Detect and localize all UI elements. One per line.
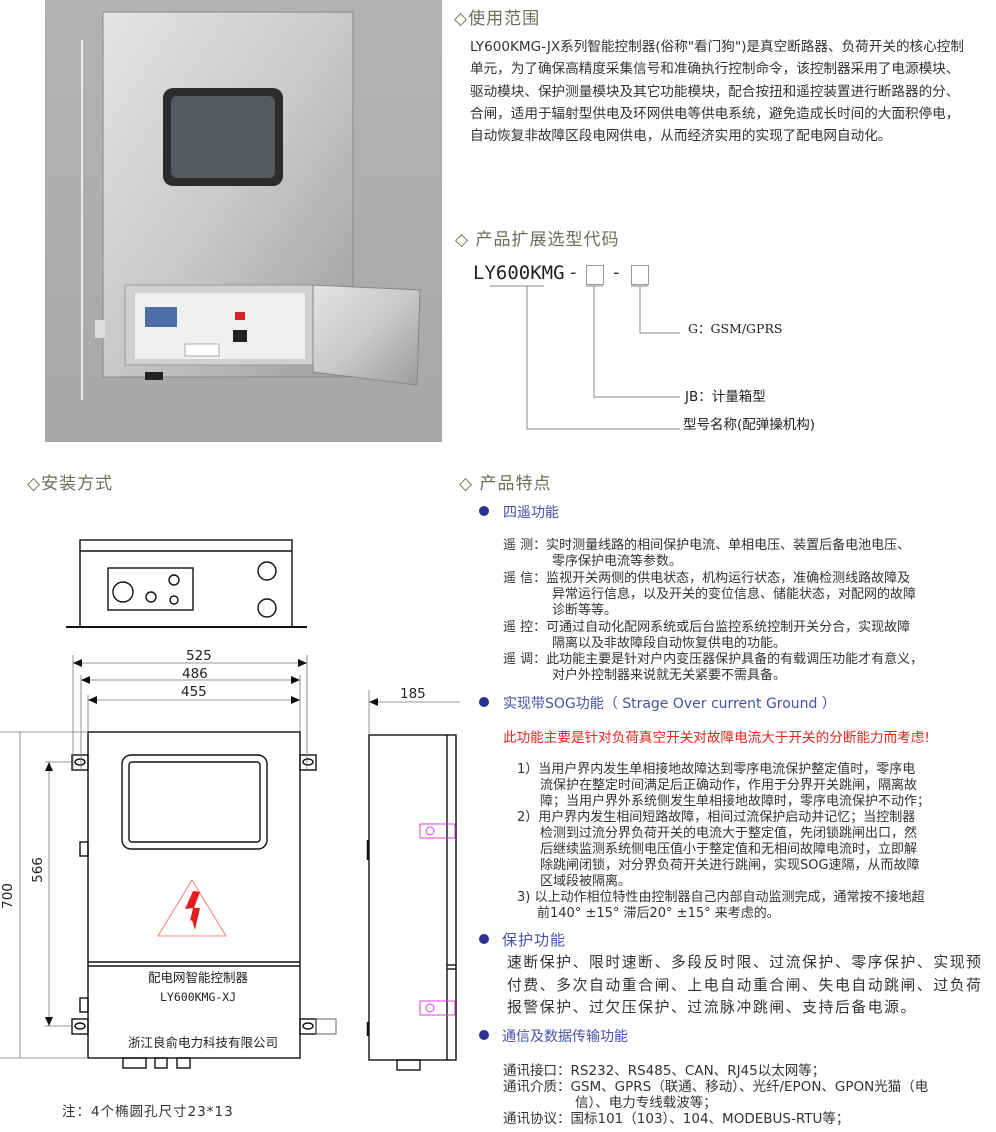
bullet-icon xyxy=(479,934,489,944)
panel-title: 配电网智能控制器 xyxy=(148,970,249,985)
sog-line: 检测到过流分界负荷开关的电流大于整定值，先闭锁跳闸出口，然 xyxy=(540,826,918,841)
sog-line: 2）用户界内发生相间短路故障，相间过流保护启动并记忆；当控制器 xyxy=(517,810,916,825)
dim-width-525: 525 xyxy=(186,648,212,664)
feature-heading-sog: 实现带SOG功能（ Strage Over current Ground ） xyxy=(503,696,836,712)
model-code-option-box xyxy=(631,265,649,285)
bullet-icon xyxy=(479,697,489,707)
dim-width-455: 455 xyxy=(181,684,207,700)
model-code-option-jb: JB：计量箱型 xyxy=(685,389,766,405)
feature-line: 诊断等等。 xyxy=(552,603,618,618)
sog-line: 障；当用户界外系统侧发生单相接地故障时，零序电流保护不动作； xyxy=(540,794,931,809)
sog-line: 后继续监测系统侧电压值小于整定值和无相间故障电流时，立即解 xyxy=(540,842,918,857)
comm-line: 通讯接口：RS232、RS485、CAN、RJ45以太网等； xyxy=(503,1063,826,1079)
feature-line: 异常运行信息，以及开关的变位信息、储能状态，对配网的故障 xyxy=(552,587,917,602)
drawing-note: 注：4个椭圆孔尺寸23*13 xyxy=(62,1104,234,1120)
model-code-leader-lines xyxy=(490,285,680,430)
feature-heading-four-remote: 四遥功能 xyxy=(503,505,559,521)
panel-model: LY600KMG-XJ xyxy=(160,990,237,1004)
bullet-icon xyxy=(479,506,489,516)
comm-line: 通讯协议：国标101（103）、104、MODEBUS-RTU等； xyxy=(503,1111,850,1127)
protection-paragraph: 速断保护、限时速断、多段反时限、过流保护、零序保护、实现预付费、多次自动重合闸、… xyxy=(507,954,983,1016)
sog-highlight: 此功能主要是针对负荷真空开关对故障电流大于开关的分断能力而考虑! xyxy=(503,730,930,746)
section-title-install: ◇安装方式 xyxy=(27,474,114,494)
section-title-model-code: ◇ 产品扩展选型代码 xyxy=(455,230,620,250)
feature-line: 遥 信：监视开关两侧的供电状态，机构运行状态，准确检测线路故障及 xyxy=(503,571,911,586)
comm-line: 通讯介质：GSM、GPRS（联通、移动）、光纤/EPON、GPON光猫（电 xyxy=(503,1079,929,1095)
feature-line: 零序保护电流等参数。 xyxy=(552,554,683,569)
section-title-usage: ◇使用范围 xyxy=(454,9,541,29)
sog-line: 1）当用户界内发生单相接地故障达到零序电流保护整定值时，零序电 xyxy=(517,762,916,777)
sog-line: 流保护在整定时间满足后正确动作，作用于分界开关跳闸，隔离故 xyxy=(540,778,918,793)
panel-company: 浙江良俞电力科技有限公司 xyxy=(128,1035,279,1050)
installation-drawing xyxy=(0,539,460,1071)
lightning-bolt-icon xyxy=(185,891,200,930)
bullet-icon xyxy=(479,1030,489,1040)
model-code-dash: - xyxy=(613,262,620,283)
model-code-base: LY600KMG xyxy=(473,262,565,284)
comm-line: 信）、电力专线载波等； xyxy=(575,1095,717,1111)
feature-heading-protection: 保护功能 xyxy=(502,931,567,949)
model-code-name: 型号名称(配弹操机构) xyxy=(683,417,816,433)
dim-depth-185: 185 xyxy=(400,686,426,702)
usage-paragraph: LY600KMG-JX系列智能控制器(俗称"看门狗")是真空断路器、负荷开关的核… xyxy=(470,39,964,145)
sog-line: 除跳闸闭锁，对分界负荷开关进行跳闸，实现SOG速隔，从而故障 xyxy=(540,858,920,873)
dim-height-700: 700 xyxy=(0,883,16,909)
product-photo xyxy=(45,0,442,442)
feature-line: 对户外控制器来说就无关紧要不需具备。 xyxy=(552,668,787,683)
sog-line: 3) 以上动作相位特性由控制器自己内部自动监测完成，通常按不接地超 xyxy=(517,890,925,905)
section-title-features: ◇ 产品特点 xyxy=(459,474,552,494)
feature-heading-comm: 通信及数据传输功能 xyxy=(502,1029,628,1045)
sog-line: 前140° ±15° 滞后20° ±15° 来考虑的。 xyxy=(537,906,780,921)
feature-line: 遥 调：此功能主要是针对户内变压器保护具备的有载调压功能才有意义， xyxy=(503,652,924,667)
dim-width-486: 486 xyxy=(182,666,208,682)
model-code-dash: - xyxy=(570,262,577,283)
model-code-option-g: G：GSM/GPRS xyxy=(688,321,783,336)
feature-line: 遥 控：可通过自动化配网系统或后台监控系统控制开关分合，实现故障 xyxy=(503,620,911,635)
sog-line: 区域段被隔离。 xyxy=(540,874,632,889)
model-code-option-box xyxy=(586,265,604,285)
feature-line: 隔离以及非故障段自动恢复供电的功能。 xyxy=(552,636,787,651)
dim-height-566: 566 xyxy=(29,857,46,883)
feature-line: 遥 测：实时测量线路的相间保护电流、单相电压、装置后备电池电压、 xyxy=(503,538,911,553)
